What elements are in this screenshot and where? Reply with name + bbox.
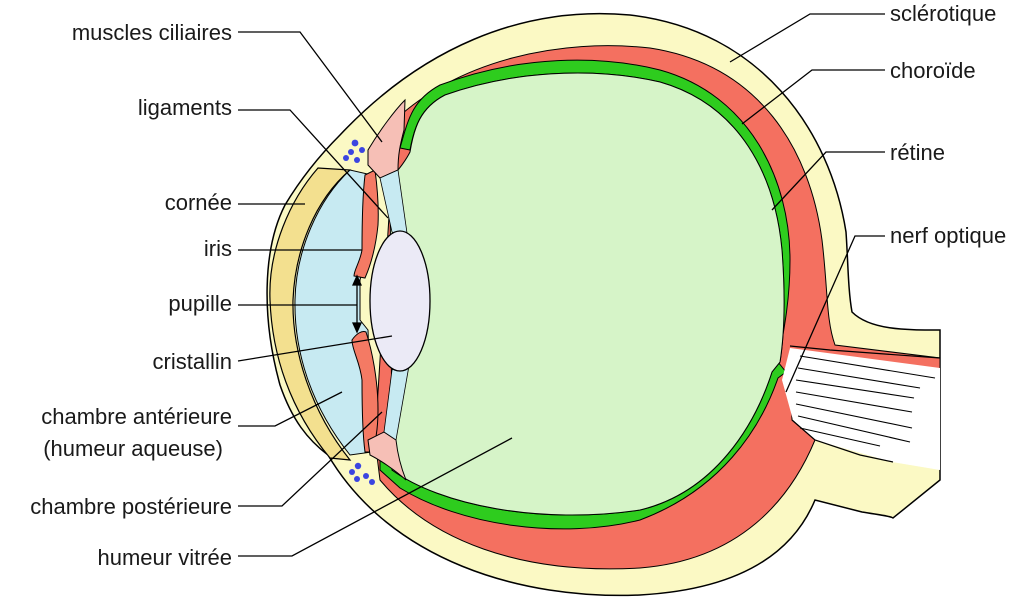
label-nerf-optique: nerf optique (890, 223, 1006, 248)
label-humeur-aqueuse: (humeur aqueuse) (43, 436, 223, 461)
label-retine: rétine (890, 140, 945, 165)
labels-left: muscles ciliaires ligaments cornée iris … (30, 20, 232, 570)
pupil-arrow (351, 274, 363, 334)
labels-right: sclérotique choroïde rétine nerf optique (890, 1, 1006, 248)
vitreous-humour (389, 72, 785, 516)
leader-lines (237, 13, 885, 557)
anterior-chamber (294, 169, 373, 456)
zonular-ligaments (379, 169, 411, 441)
label-pupille: pupille (168, 291, 232, 316)
lens (369, 230, 431, 372)
label-sclerotique: sclérotique (890, 1, 996, 26)
cornea-ring (269, 167, 352, 461)
label-muscles-ciliaires: muscles ciliaires (72, 20, 232, 45)
optic-nerve-top-line (789, 345, 941, 359)
label-choroide: choroïde (890, 58, 976, 83)
pigment-dots-lower (349, 462, 375, 485)
optic-nerve-sheath-line (791, 419, 894, 463)
label-iris: iris (204, 236, 232, 261)
label-chambre-posterieure: chambre postérieure (30, 494, 232, 519)
optic-nerve-fibers (795, 355, 936, 447)
label-ligaments: ligaments (138, 95, 232, 120)
iris-upper (353, 169, 379, 279)
label-chambre-anterieure: chambre antérieure (41, 404, 232, 429)
label-humeur-vitree: humeur vitrée (97, 545, 232, 570)
ciliary-muscle-lower (367, 431, 407, 481)
pigment-dots-upper (343, 139, 365, 163)
label-cornee: cornée (165, 190, 232, 215)
label-cristallin: cristallin (153, 349, 232, 374)
